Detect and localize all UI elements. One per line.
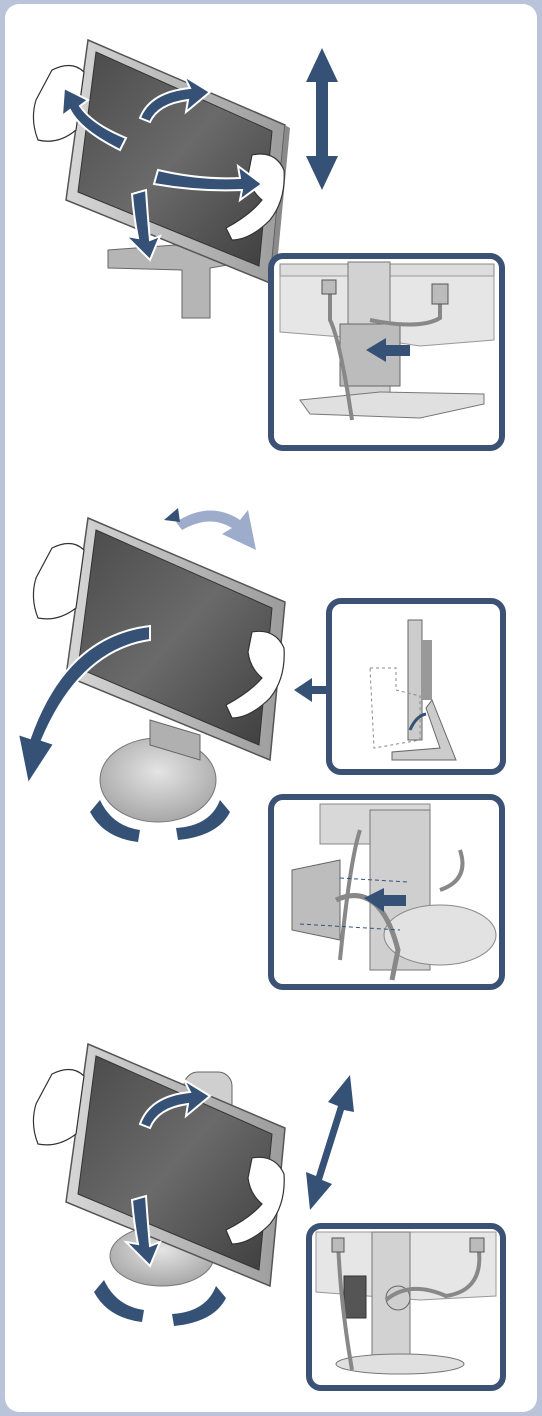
cable-holder-detail-1 — [271, 256, 502, 448]
pointer-arrow — [294, 678, 326, 702]
portrait-rotate-arrow — [164, 508, 256, 550]
cable-cover-detail — [271, 797, 502, 987]
monitor-illustration-2 — [66, 518, 285, 822]
diagonal-height-arrow — [306, 1075, 354, 1210]
vertical-height-arrow — [306, 48, 338, 190]
side-view-detail — [329, 601, 503, 772]
cable-holder-detail-2 — [309, 1226, 503, 1388]
swivel-arrows-2 — [94, 1280, 226, 1326]
